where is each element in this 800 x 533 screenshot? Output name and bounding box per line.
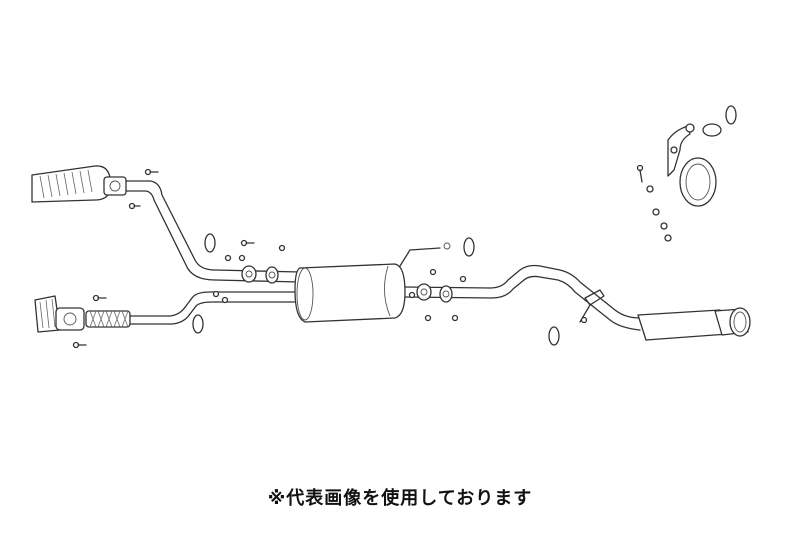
tail-muffler xyxy=(637,307,751,341)
flex-pipe xyxy=(85,310,131,328)
hangers xyxy=(399,242,605,323)
upper-catalytic-converter xyxy=(31,165,127,203)
exhaust-system-diagram xyxy=(31,105,751,349)
lower-catalytic-converter xyxy=(34,295,131,333)
representative-image-notice: ※代表画像を使用しております xyxy=(267,488,533,509)
front-y-pipe xyxy=(125,180,301,325)
tail-clamp-assembly xyxy=(636,123,722,242)
bolts-and-nuts xyxy=(72,168,588,349)
gaskets xyxy=(192,105,737,346)
rear-pipe xyxy=(404,264,641,331)
center-muffler xyxy=(294,263,406,323)
